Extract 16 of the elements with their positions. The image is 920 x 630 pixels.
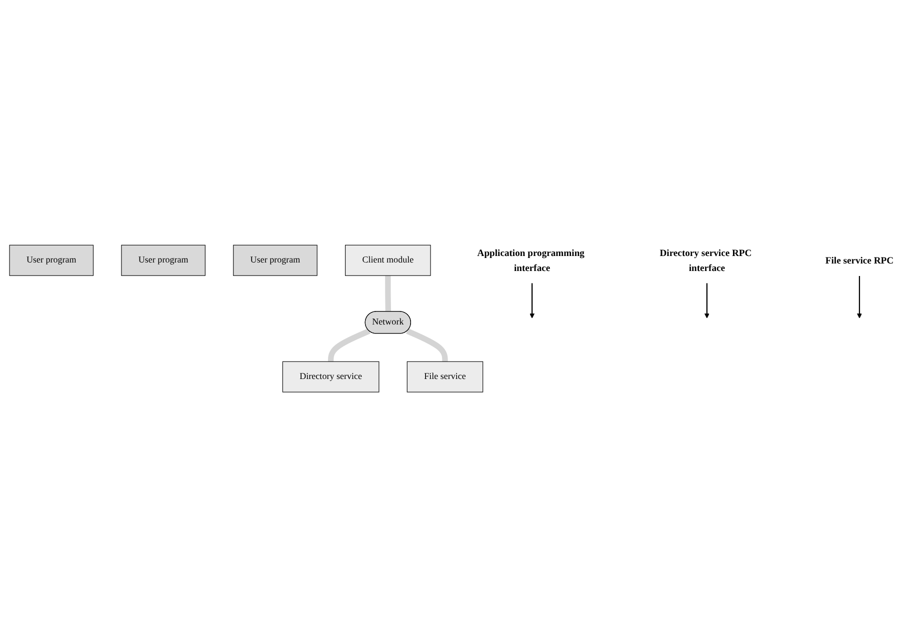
connector xyxy=(406,328,448,362)
connector xyxy=(328,328,370,362)
node-text: Directory service RPC interface xyxy=(660,248,752,273)
node-box xyxy=(233,245,318,276)
node-box xyxy=(9,245,94,276)
arrow xyxy=(530,283,535,319)
node-box xyxy=(345,245,431,276)
node-box xyxy=(121,245,206,276)
node-box xyxy=(282,362,380,393)
node-box xyxy=(406,362,484,393)
node-text: File service RPC xyxy=(825,255,894,266)
connector xyxy=(385,276,392,312)
node-text: Application programming interface xyxy=(477,248,584,273)
arrow xyxy=(856,276,862,319)
diagram: User program User program User program Client module Network Directory service File service Application programming interface Directory service RPC interface File service RPC xyxy=(5,233,915,397)
arrow xyxy=(704,283,710,319)
